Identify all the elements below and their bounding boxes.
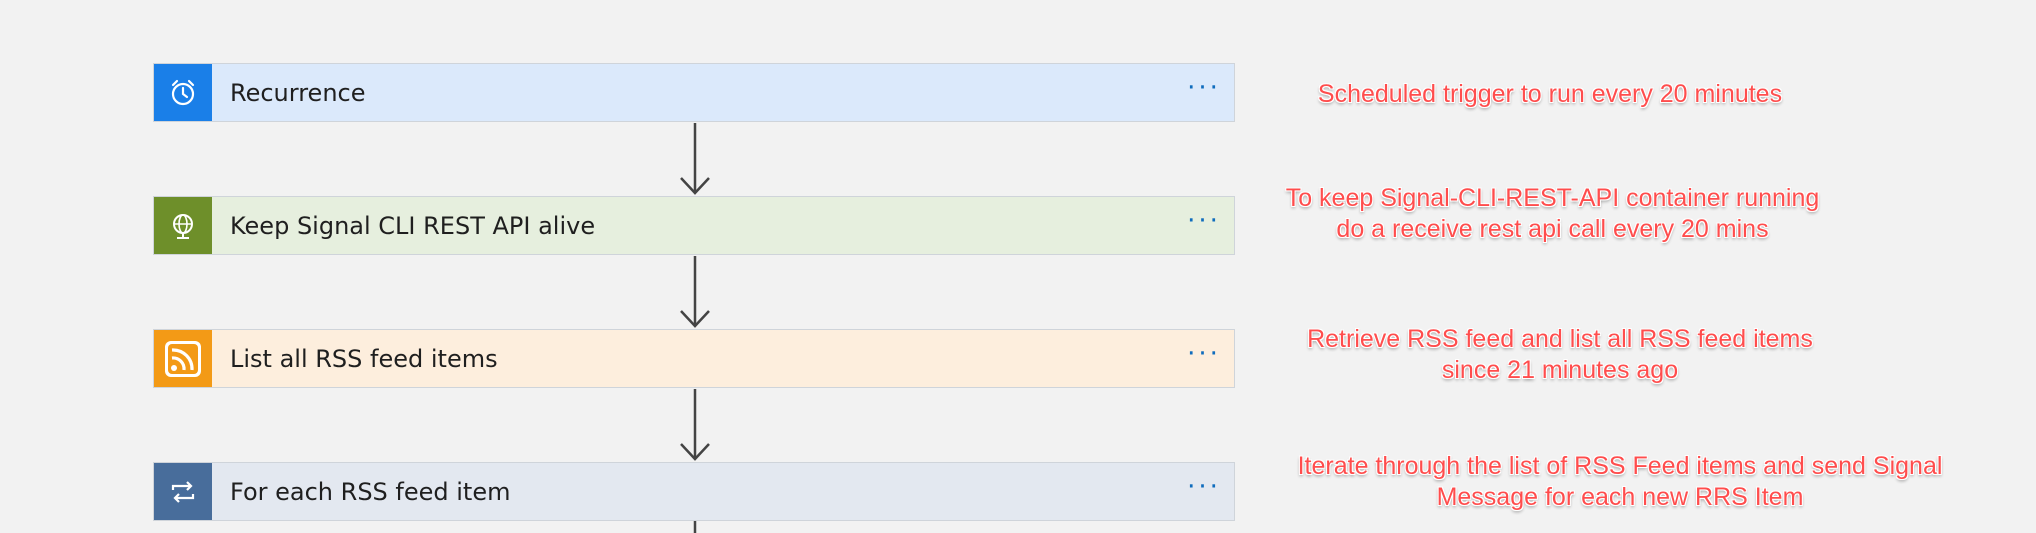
globe-icon (154, 197, 212, 254)
step-title: List all RSS feed items (230, 344, 498, 373)
step-title: Recurrence (230, 78, 366, 107)
more-options-button[interactable]: ··· (1187, 338, 1221, 369)
annotation-keep-alive: To keep Signal-CLI-REST-API container ru… (1285, 184, 1820, 243)
annotation-for-each: Iterate through the list of RSS Feed ite… (1297, 452, 1943, 511)
annotation-rss-list: Retrieve RSS feed and list all RSS feed … (1307, 325, 1813, 384)
step-title: For each RSS feed item (230, 477, 511, 506)
step-title: Keep Signal CLI REST API alive (230, 211, 596, 240)
flow-connector-line (680, 521, 710, 533)
annotation-recurrence: Scheduled trigger to run every 20 minute… (1317, 80, 1783, 108)
flow-arrow (680, 123, 710, 196)
rss-icon (154, 330, 212, 387)
more-options-button[interactable]: ··· (1187, 205, 1221, 236)
more-options-button[interactable]: ··· (1187, 471, 1221, 502)
flow-arrow (680, 389, 710, 462)
loop-icon (154, 463, 212, 520)
recurrence-step-card[interactable]: Recurrence ··· (153, 63, 1235, 122)
flow-arrow (680, 256, 710, 329)
more-options-button[interactable]: ··· (1187, 72, 1221, 103)
for-each-step-card[interactable]: For each RSS feed item ··· (153, 462, 1235, 521)
alarm-clock-icon (154, 64, 212, 121)
keep-alive-step-card[interactable]: Keep Signal CLI REST API alive ··· (153, 196, 1235, 255)
rss-list-step-card[interactable]: List all RSS feed items ··· (153, 329, 1235, 388)
